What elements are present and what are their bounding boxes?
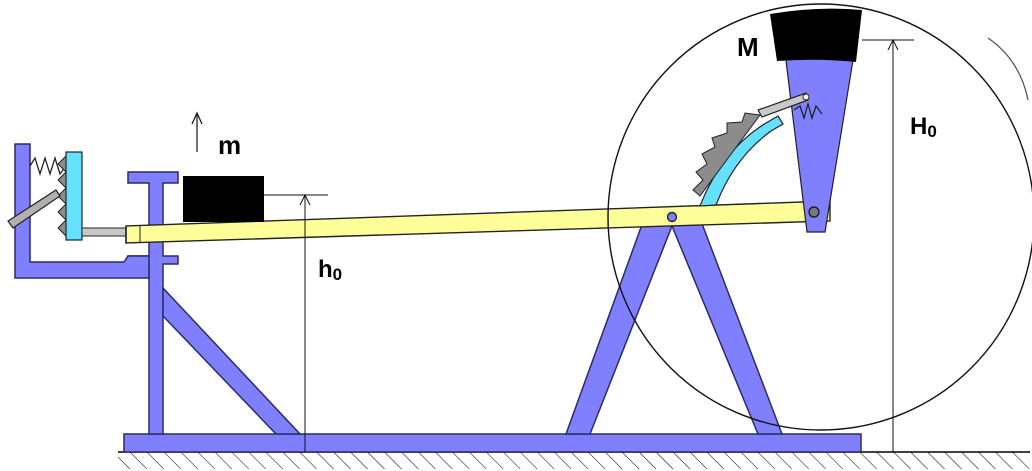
label-m: m (218, 130, 241, 160)
right-a-frame (564, 207, 784, 435)
label-H0-sub: 0 (927, 122, 936, 141)
weight-m (183, 176, 264, 222)
label-h0-letter: h (318, 256, 333, 283)
label-h0-sub: 0 (333, 265, 342, 284)
label-H0-letter: H (910, 113, 927, 140)
left-bracket (14, 143, 150, 279)
catch-rod (81, 227, 129, 237)
arrow-up-icon (191, 111, 203, 152)
launch-lever (125, 200, 831, 244)
pivot-icon (666, 211, 678, 223)
dimension-h0 (264, 193, 328, 452)
label-M: M (737, 32, 759, 62)
base-plate (123, 433, 862, 453)
counterweight-M (770, 8, 862, 233)
right-ratchet-arm (692, 112, 784, 207)
ground (118, 451, 1030, 469)
swing-circle (607, 3, 1032, 431)
spring-icon (29, 155, 67, 177)
label-h0: h0 (318, 256, 342, 284)
left-pawl (7, 189, 61, 229)
motion-arc (987, 37, 1029, 101)
dimension-H0 (862, 38, 914, 452)
label-H0: H0 (910, 113, 937, 141)
ratchet-icon (57, 151, 83, 241)
